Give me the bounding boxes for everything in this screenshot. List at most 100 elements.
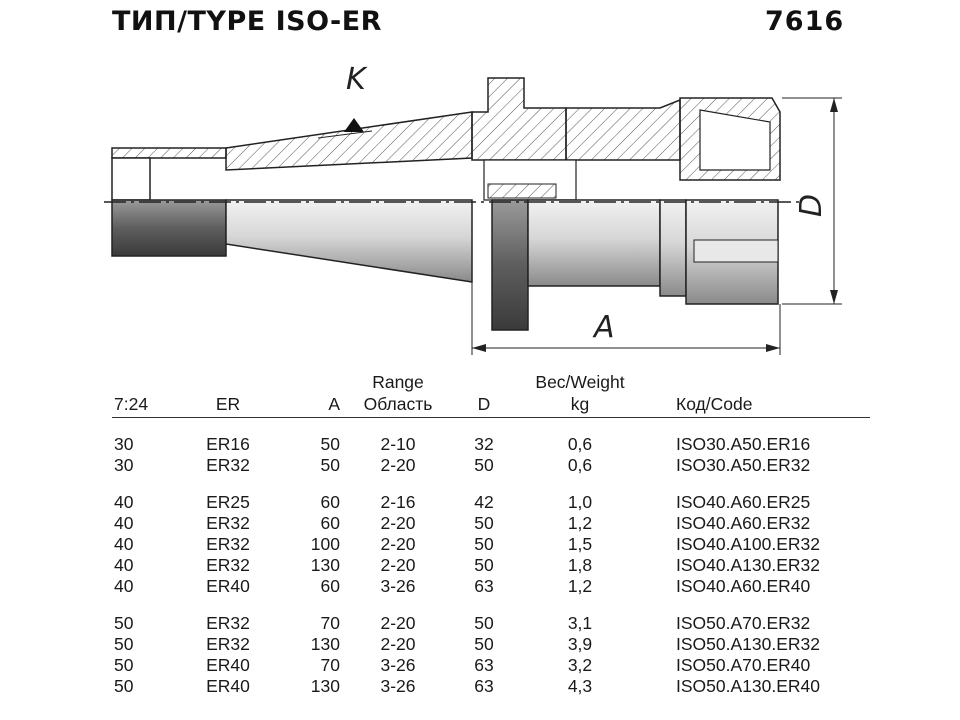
cell-d: 50 — [474, 534, 494, 554]
cell-d: 50 — [474, 455, 494, 475]
cell-d: 50 — [474, 613, 494, 633]
cell-range: 2-10 — [380, 434, 416, 454]
cell-weight: 1,0 — [567, 492, 593, 512]
cell-weight: 1,5 — [567, 534, 593, 554]
cell-range: 2-20 — [380, 555, 416, 575]
cell-range: 3-26 — [380, 576, 416, 596]
cell-code: ISO40.A60.ER32 — [676, 513, 811, 533]
cell-er: ER40 — [206, 655, 250, 675]
cell-taper: 40 — [114, 555, 134, 575]
cell-a: 60 — [320, 492, 340, 512]
cell-er: ER40 — [206, 576, 250, 596]
cell-code: ISO30.A50.ER32 — [676, 455, 811, 475]
cell-er: ER40 — [206, 676, 250, 696]
cell-a: 60 — [320, 513, 340, 533]
cell-d: 42 — [474, 492, 494, 512]
cell-taper: 50 — [114, 613, 134, 633]
cell-weight: 1,8 — [567, 555, 593, 575]
header-divider — [112, 417, 870, 418]
cell-taper: 30 — [114, 455, 134, 475]
header-weight: Вес/Weight — [535, 372, 625, 392]
cell-range: 2-20 — [380, 455, 416, 475]
header-range-en: Range — [372, 372, 424, 392]
header-a: A — [328, 394, 340, 414]
cell-range: 2-20 — [380, 534, 416, 554]
cell-d: 32 — [474, 434, 494, 454]
cell-code: ISO50.A70.ER32 — [676, 613, 811, 633]
cell-d: 63 — [474, 676, 494, 696]
cell-range: 2-20 — [380, 634, 416, 654]
table-row: 40 ER32 60 2-20 50 1,2 ISO40.A60.ER32 — [0, 513, 960, 534]
table-header-top: Range Вес/Weight — [0, 372, 960, 393]
cell-range: 3-26 — [380, 655, 416, 675]
cell-er: ER32 — [206, 513, 250, 533]
cell-taper: 40 — [114, 534, 134, 554]
header-code: Код/Code — [676, 394, 753, 414]
catalog-number: 7616 — [765, 6, 845, 37]
cell-weight: 3,1 — [567, 613, 593, 633]
cell-taper: 50 — [114, 634, 134, 654]
cell-weight: 0,6 — [567, 455, 593, 475]
k-marker-icon — [344, 118, 364, 132]
cell-code: ISO40.A130.ER32 — [676, 555, 820, 575]
cell-taper: 30 — [114, 434, 134, 454]
cell-d: 63 — [474, 655, 494, 675]
cell-a: 130 — [310, 634, 340, 654]
cell-weight: 1,2 — [567, 513, 593, 533]
header-er: ER — [215, 394, 241, 414]
external-view — [111, 199, 779, 331]
dimension-label-d: D — [794, 193, 830, 218]
cell-er: ER32 — [206, 534, 250, 554]
cell-a: 130 — [310, 555, 340, 575]
table-row: 40 ER25 60 2-16 42 1,0 ISO40.A60.ER25 — [0, 492, 960, 513]
cell-taper: 40 — [114, 576, 134, 596]
cell-range: 2-16 — [380, 492, 416, 512]
cell-code: ISO30.A50.ER16 — [676, 434, 811, 454]
table-header: 7:24 ER A Область D kg Код/Code — [0, 394, 960, 415]
cell-a: 60 — [320, 576, 340, 596]
cell-er: ER25 — [206, 492, 250, 512]
dimension-label-k: K — [346, 62, 366, 97]
cell-a: 70 — [320, 655, 340, 675]
table-row: 40 ER32 130 2-20 50 1,8 ISO40.A130.ER32 — [0, 555, 960, 576]
cell-d: 50 — [474, 555, 494, 575]
cell-a: 130 — [310, 676, 340, 696]
cell-er: ER32 — [206, 555, 250, 575]
cell-taper: 50 — [114, 655, 134, 675]
cell-range: 2-20 — [380, 513, 416, 533]
cell-weight: 4,3 — [567, 676, 593, 696]
cell-er: ER16 — [206, 434, 250, 454]
tool-holder-drawing — [104, 77, 842, 355]
cell-a: 50 — [320, 455, 340, 475]
cell-range: 2-20 — [380, 613, 416, 633]
cell-weight: 3,2 — [567, 655, 593, 675]
cell-range: 3-26 — [380, 676, 416, 696]
header-weight-unit: kg — [570, 394, 590, 414]
cell-d: 63 — [474, 576, 494, 596]
dimension-label-a: A — [594, 310, 615, 345]
cell-code: ISO40.A60.ER25 — [676, 492, 811, 512]
cell-er: ER32 — [206, 455, 250, 475]
table-row: 30 ER32 50 2-20 50 0,6 ISO30.A50.ER32 — [0, 455, 960, 476]
header-taper: 7:24 — [114, 394, 149, 414]
cell-taper: 40 — [114, 513, 134, 533]
cell-code: ISO50.A70.ER40 — [676, 655, 811, 675]
cell-code: ISO40.A60.ER40 — [676, 576, 811, 596]
cell-code: ISO50.A130.ER32 — [676, 634, 820, 654]
cell-code: ISO40.A100.ER32 — [676, 534, 820, 554]
cell-code: ISO50.A130.ER40 — [676, 676, 820, 696]
cell-taper: 40 — [114, 492, 134, 512]
cell-d: 50 — [474, 513, 494, 533]
table-row: 40 ER32 100 2-20 50 1,5 ISO40.A100.ER32 — [0, 534, 960, 555]
cell-weight: 3,9 — [567, 634, 593, 654]
dimension-d — [782, 97, 842, 305]
cell-weight: 0,6 — [567, 434, 593, 454]
cell-er: ER32 — [206, 613, 250, 633]
cell-a: 100 — [310, 534, 340, 554]
section-view — [111, 77, 781, 201]
document-title: ТИП/TYPE ISO-ER — [112, 6, 382, 37]
